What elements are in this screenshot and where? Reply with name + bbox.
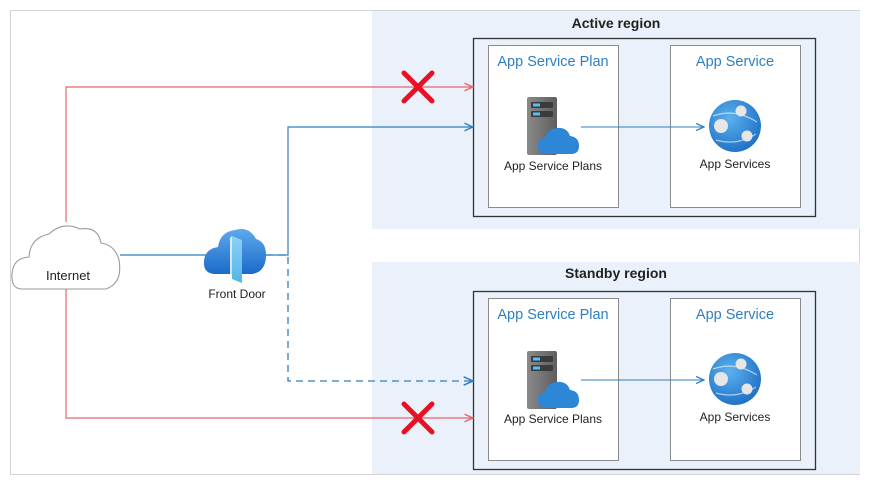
active-service-box-title: App Service [696, 54, 774, 70]
front-door-to-standby-link [266, 254, 473, 381]
x-mark-icon [401, 401, 435, 435]
front-door-icon [203, 229, 266, 283]
active-plan-box-title: App Service Plan [497, 54, 608, 70]
standby-service-label: App Services [700, 410, 771, 424]
outer-frame [10, 10, 860, 475]
app-service-globe-icon [709, 353, 761, 405]
active-service-label: App Services [700, 157, 771, 171]
standby-region-title: Standby region [565, 265, 667, 281]
internet-to-standby-direct-link [65, 288, 473, 418]
internet-to-active-direct-link [65, 87, 473, 222]
active-plan-label: App Service Plans [504, 159, 602, 173]
app-service-globe-icon [709, 100, 761, 152]
internet-label: Internet [46, 268, 90, 283]
server-cloud-icon [527, 97, 579, 155]
front-door-to-active-link [266, 127, 473, 256]
server-cloud-icon [527, 351, 579, 409]
standby-plan-box-title: App Service Plan [497, 307, 608, 323]
active-region-title: Active region [572, 15, 661, 31]
standby-plan-label: App Service Plans [504, 412, 602, 426]
x-mark-icon [401, 70, 435, 104]
standby-service-box-title: App Service [696, 307, 774, 323]
cloud-icon [11, 225, 121, 290]
front-door-label: Front Door [208, 287, 265, 301]
